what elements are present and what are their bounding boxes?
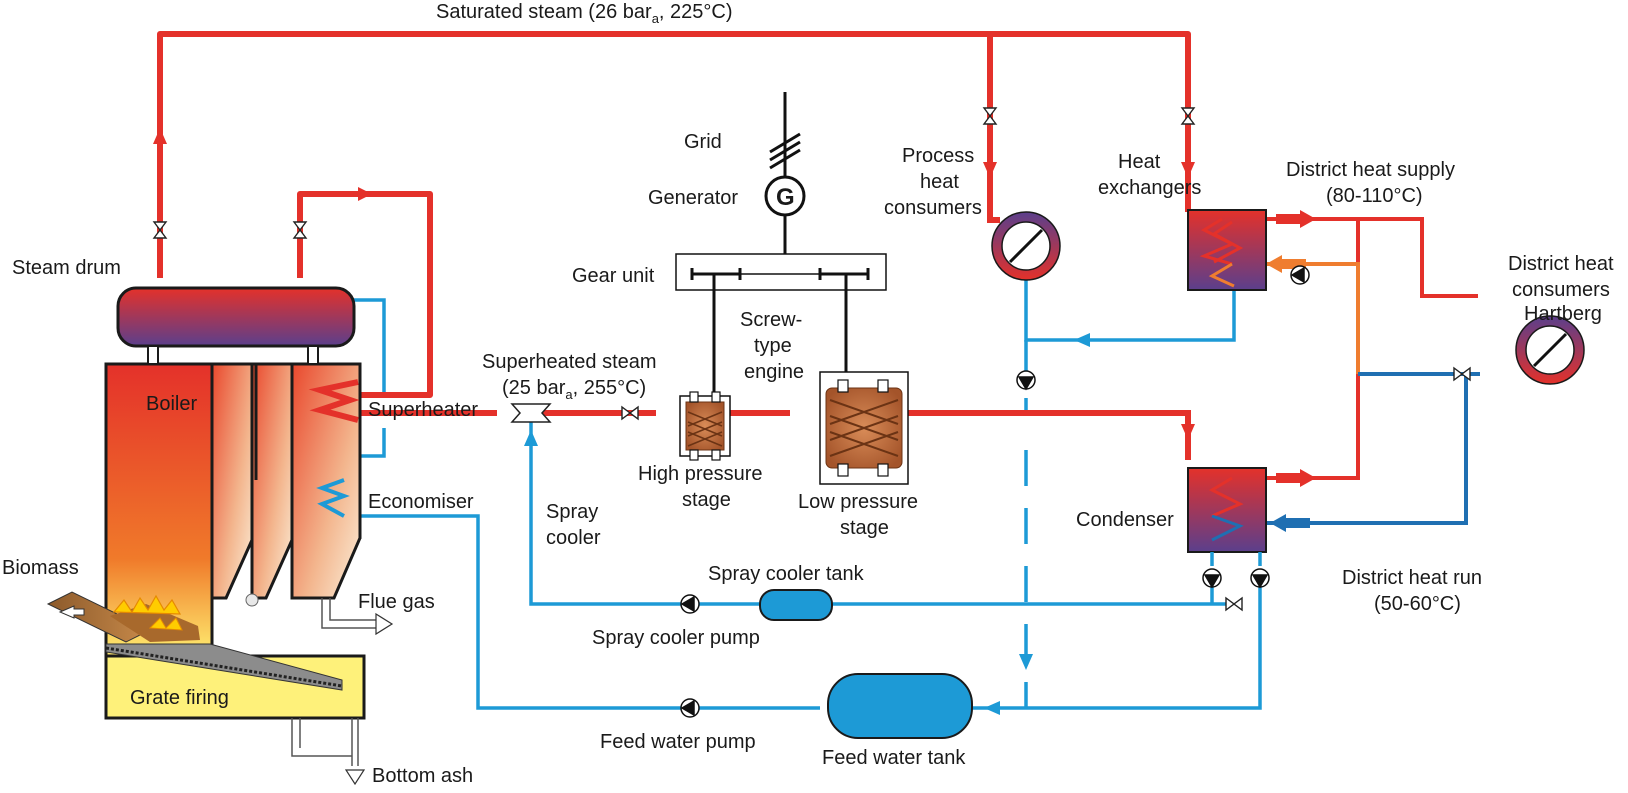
- steam-drum: [116, 286, 356, 365]
- district-heat-run-label-2: (50-60°C): [1374, 593, 1461, 615]
- spray-cooler-valve: [1225, 596, 1243, 612]
- saturated-steam-label: Saturated steam (26 bara, 225°C): [436, 1, 733, 26]
- flue-gas-arrow: [375, 612, 394, 636]
- condenser-outlets: [1210, 552, 1262, 566]
- water-arrows: [524, 333, 1090, 715]
- gear-unit-label: Gear unit: [572, 265, 655, 287]
- district-heat-supply-label-1: District heat supply: [1286, 159, 1455, 181]
- screw-engine-label-1: Screw-: [740, 309, 802, 331]
- grate: [105, 643, 343, 691]
- generator-symbol: G: [776, 184, 795, 211]
- feed-water-pump-label: Feed water pump: [600, 731, 756, 753]
- hp-stage-label-1: High pressure: [638, 463, 763, 485]
- gear-shafts: [690, 268, 870, 404]
- lp-stage-label-1: Low pressure: [798, 491, 918, 513]
- district-heat-consumers-label-1: District heat: [1508, 253, 1614, 275]
- biomass-feed: [46, 591, 200, 643]
- grid-connection: [769, 92, 801, 178]
- district-heat-supply-arrows: [1276, 210, 1316, 487]
- heat-exchanger: [1187, 209, 1267, 291]
- process-heat-consumer: [987, 208, 1061, 281]
- boiler-label: Boiler: [146, 393, 197, 415]
- flue-gas-outlet: [321, 598, 376, 629]
- superheater-label: Superheater: [368, 399, 478, 421]
- hp-stage-label-2: stage: [682, 489, 731, 511]
- screw-engine-label-3: engine: [744, 361, 804, 383]
- biomass-label: Biomass: [2, 557, 79, 579]
- pumps: [680, 265, 1310, 718]
- superheated-steam-params: (25 bara, 255°C): [502, 377, 646, 402]
- condenser: [1187, 467, 1267, 553]
- district-heat-run-arrow: [1270, 514, 1310, 532]
- district-heat-consumer: [1515, 315, 1585, 385]
- spray-cooler-tank: [759, 589, 833, 621]
- generator-label: Generator: [648, 187, 738, 209]
- heat-exchangers-label-1: Heat: [1118, 151, 1161, 173]
- steam-arrows: [153, 128, 1195, 440]
- process-heat-label-1: Process: [902, 145, 974, 167]
- feed-water-tank-label: Feed water tank: [822, 747, 966, 769]
- bottom-ash-label: Bottom ash: [372, 765, 473, 787]
- flue-gas-label: Flue gas: [358, 591, 435, 613]
- heat-exchangers-label-2: exchangers: [1098, 177, 1201, 199]
- high-pressure-stage: [679, 391, 731, 461]
- low-pressure-stage: [819, 371, 909, 485]
- process-heat-label-3: consumers: [884, 197, 982, 219]
- steam-drum-label: Steam drum: [12, 257, 121, 279]
- spray-cooler-label-2: cooler: [546, 527, 601, 549]
- lp-stage-label-2: stage: [840, 517, 889, 539]
- screw-engine-label-2: type: [754, 335, 792, 357]
- grid-label: Grid: [684, 131, 722, 153]
- district-heat-run-label-1: District heat run: [1342, 567, 1482, 589]
- spray-cooler-pump-label: Spray cooler pump: [592, 627, 760, 649]
- gear-unit: [675, 253, 887, 291]
- turbine-inlet-valve: [621, 405, 639, 421]
- bottom-ash-arrow: [344, 769, 366, 786]
- district-heat-consumers-label-2: consumers: [1512, 279, 1610, 301]
- spray-cooler-nozzle: [510, 403, 552, 423]
- bottom-ash-outlet: [291, 718, 359, 766]
- process-heat-label-2: heat: [920, 171, 959, 193]
- spray-cooler-tank-label: Spray cooler tank: [708, 563, 865, 585]
- feed-water-tank: [827, 673, 973, 739]
- superheater-coil: [308, 379, 360, 423]
- district-heat-supply-label-2: (80-110°C): [1326, 185, 1423, 207]
- economiser-coil: [316, 478, 350, 518]
- spray-cooler-label-1: Spray: [546, 501, 598, 523]
- district-heat-consumers-label-3: Hartberg: [1524, 303, 1602, 325]
- economiser-label: Economiser: [368, 491, 474, 513]
- hopper-valve: [245, 593, 259, 607]
- district-heat-valve: [1453, 366, 1471, 382]
- orange-arrow: [1266, 255, 1306, 273]
- steam-valves: [152, 107, 1196, 239]
- grate-firing-label: Grate firing: [130, 687, 229, 709]
- condenser-label: Condenser: [1076, 509, 1174, 531]
- superheated-steam-label: Superheated steam: [482, 351, 657, 373]
